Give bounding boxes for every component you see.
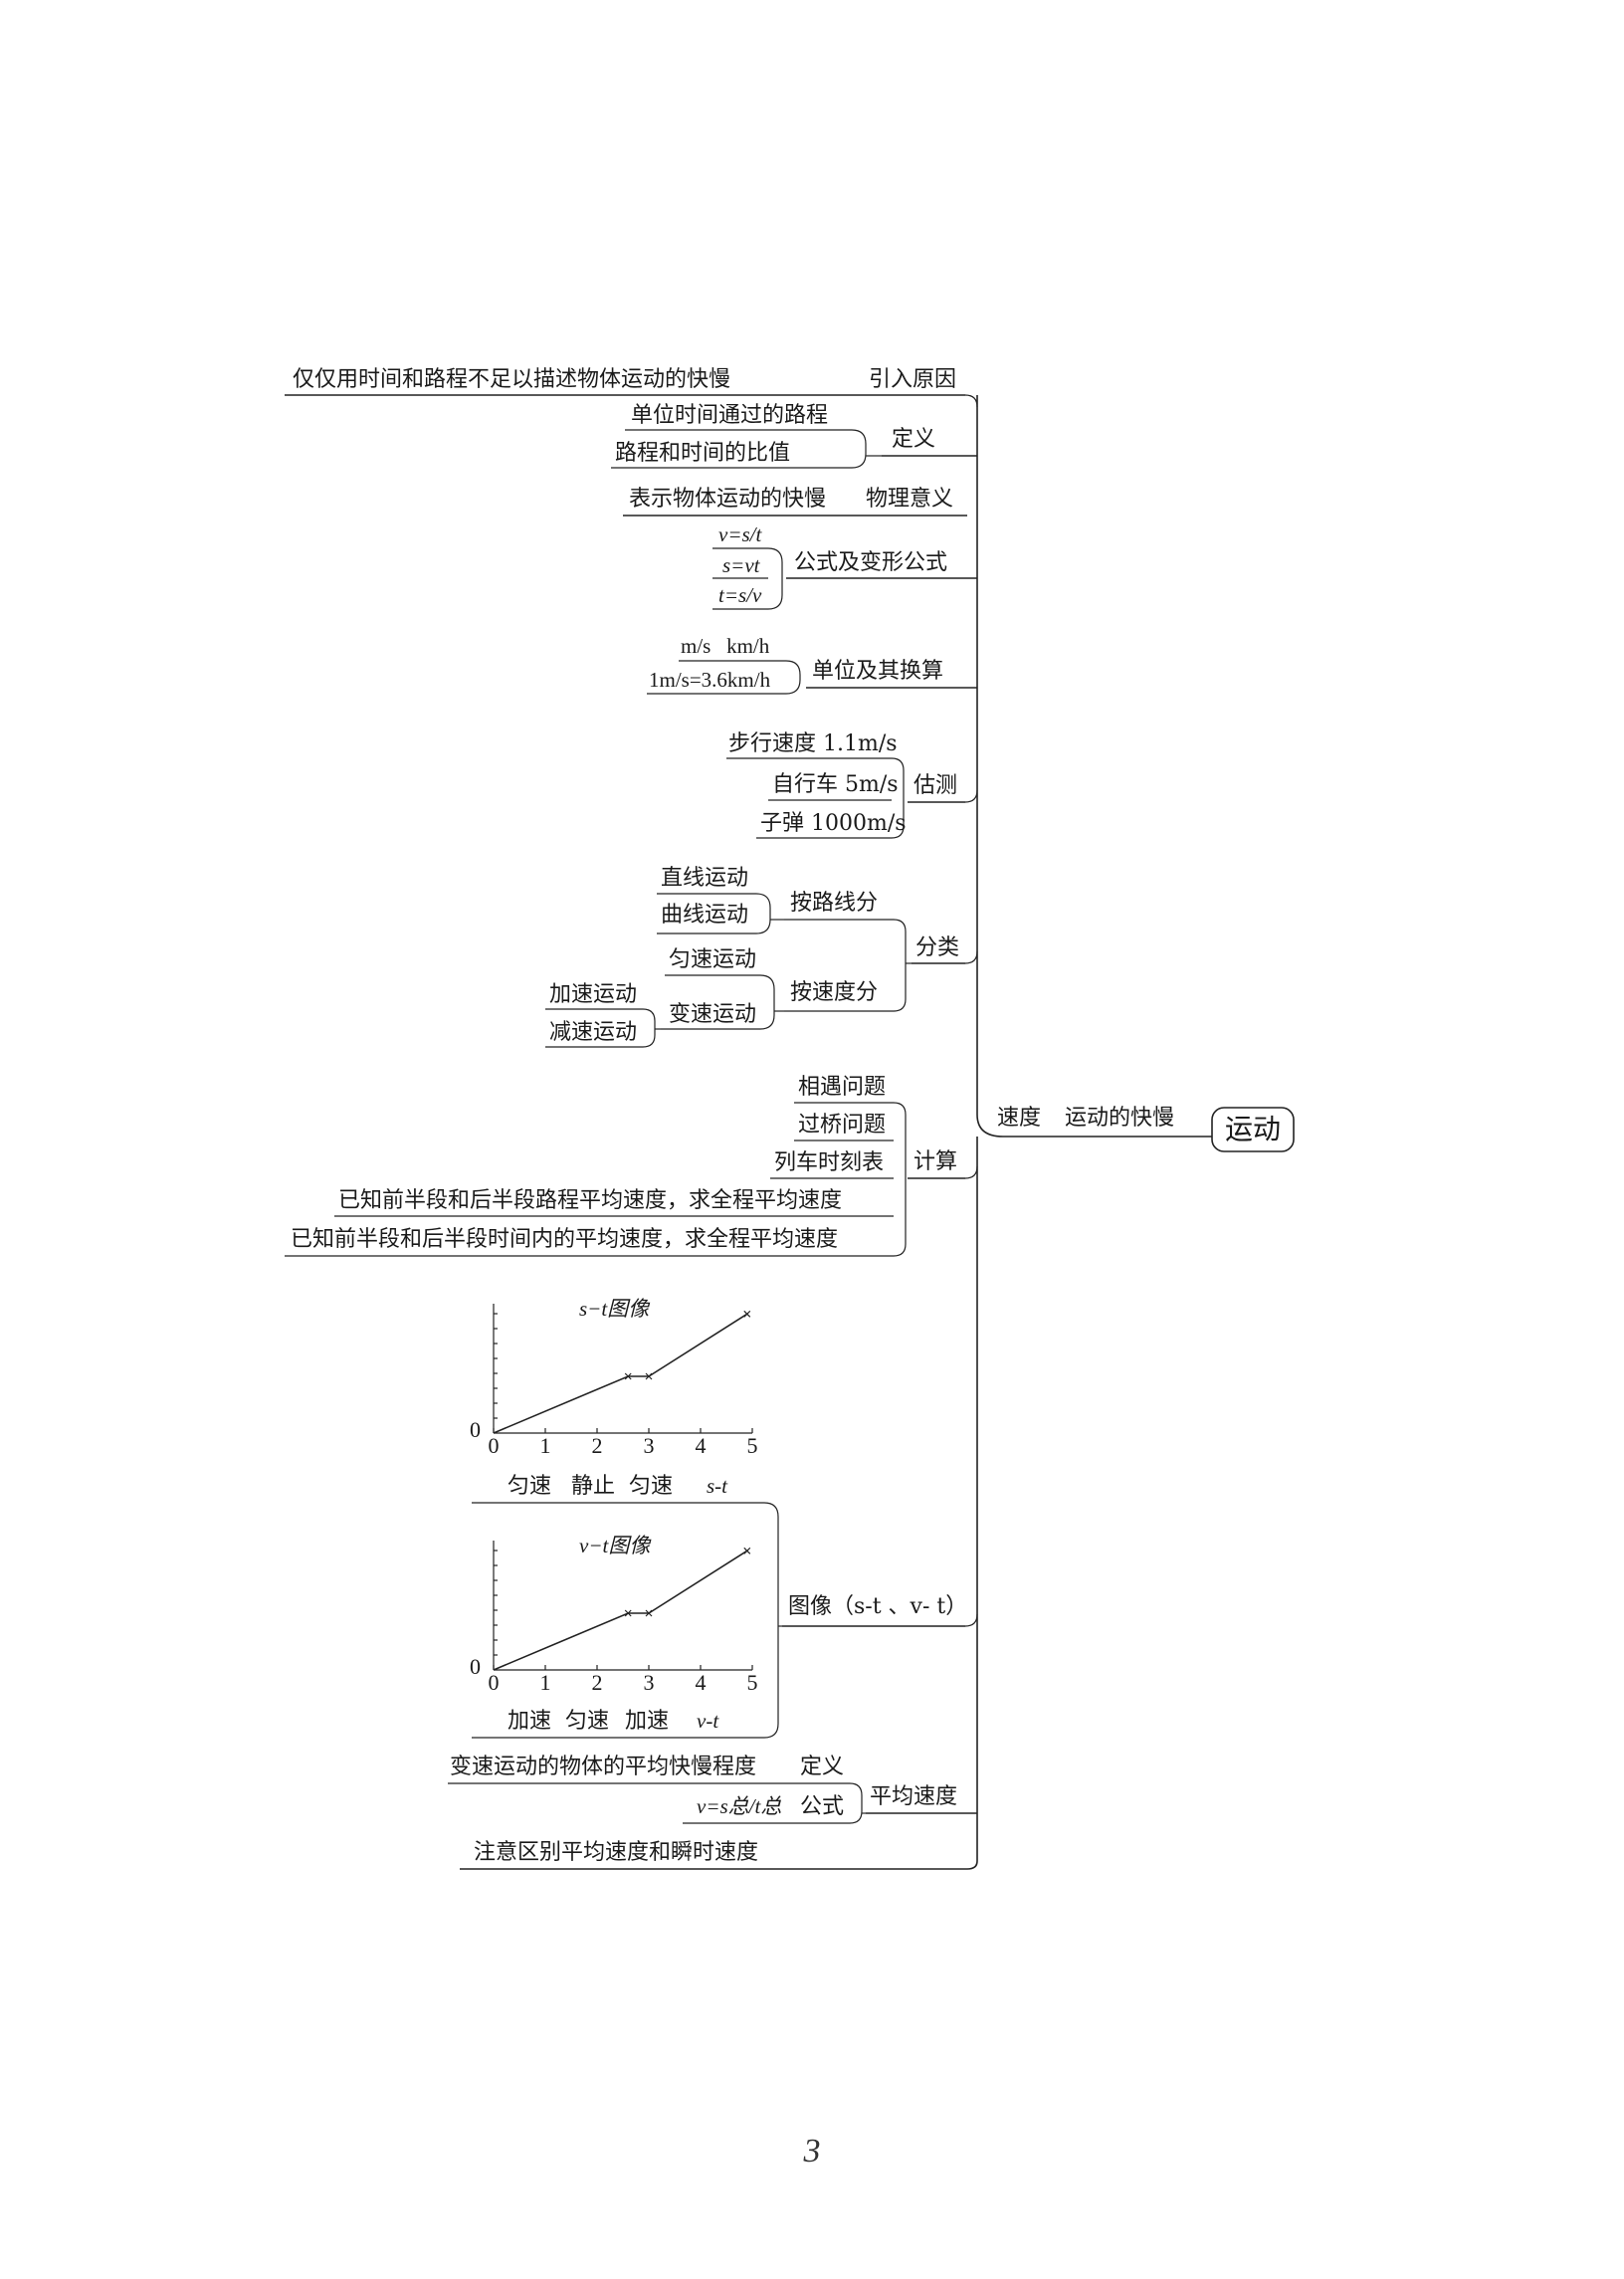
classify-decelerating: 减速运动 bbox=[549, 1020, 637, 1045]
st-chart: s−t图像 0 1 2 3 4 5 0 bbox=[470, 1297, 758, 1458]
definition-label: 定义 bbox=[892, 427, 935, 452]
units-label: 单位及其换算 bbox=[812, 659, 943, 684]
average-def-text: 变速运动的物体的平均快慢程度 bbox=[450, 1755, 756, 1779]
st-x-tick-label: 0 bbox=[489, 1433, 500, 1458]
vt-origin-label: 0 bbox=[470, 1654, 481, 1679]
estimate-label: 估测 bbox=[914, 773, 957, 798]
units-item-2: 1m/s=3.6km/h bbox=[649, 668, 771, 692]
st-data-point bbox=[624, 1372, 632, 1380]
st-x-tick-label: 5 bbox=[747, 1433, 758, 1458]
graphs-label: 图像（s-t 、v- t） bbox=[788, 1594, 967, 1619]
st-data-point bbox=[743, 1310, 751, 1318]
classify-by-path-label: 按路线分 bbox=[790, 891, 878, 916]
average-formula: v=s总/t总 bbox=[697, 1794, 781, 1818]
st-caption-stationary: 静止 bbox=[571, 1474, 615, 1499]
classify-accelerating: 加速运动 bbox=[549, 982, 637, 1007]
vt-chart: v−t图像 0 1 2 3 4 5 0 bbox=[470, 1534, 758, 1695]
root-box bbox=[1211, 1107, 1295, 1152]
compute-avg-by-time: 已知前半段和后半段时间内的平均速度，求全程平均速度 bbox=[291, 1227, 838, 1252]
vt-x-tick-label: 5 bbox=[747, 1670, 758, 1695]
classify-straight: 直线运动 bbox=[661, 866, 748, 891]
vt-series-line bbox=[493, 1550, 748, 1671]
vt-data-point bbox=[645, 1609, 653, 1617]
vt-caption-type: v-t bbox=[697, 1709, 719, 1733]
compute-label: 计算 bbox=[914, 1149, 957, 1174]
classify-label: 分类 bbox=[915, 935, 959, 960]
vt-x-tick-label: 2 bbox=[592, 1670, 603, 1695]
definition-item-1: 单位时间通过的路程 bbox=[631, 403, 828, 428]
st-caption-uniform-1: 匀速 bbox=[508, 1474, 551, 1499]
vt-chart-title: v−t图像 bbox=[579, 1534, 652, 1557]
units-item-1: m/s km/h bbox=[681, 634, 770, 658]
average-label: 平均速度 bbox=[870, 1784, 957, 1809]
classify-variable: 变速运动 bbox=[669, 1002, 756, 1027]
main-branch-label-speed: 速度 bbox=[997, 1106, 1041, 1131]
st-x-tick-label: 3 bbox=[644, 1433, 655, 1458]
vt-x-tick-label: 0 bbox=[489, 1670, 500, 1695]
st-x-tick-label: 4 bbox=[696, 1433, 707, 1458]
meaning-text: 表示物体运动的快慢 bbox=[629, 487, 826, 512]
root-label: 运动 bbox=[1225, 1113, 1281, 1145]
compute-bridge: 过桥问题 bbox=[798, 1113, 886, 1138]
st-chart-title: s−t图像 bbox=[579, 1297, 651, 1321]
average-note: 注意区别平均速度和瞬时速度 bbox=[474, 1840, 758, 1865]
vt-x-tick-label: 4 bbox=[696, 1670, 707, 1695]
formula-t: t=s/v bbox=[718, 583, 762, 607]
estimate-bike: 自行车 5m/s bbox=[772, 772, 899, 797]
page-number: 3 bbox=[803, 2133, 821, 2170]
vt-caption-uniform: 匀速 bbox=[565, 1709, 609, 1734]
vt-caption-accel-1: 加速 bbox=[508, 1709, 551, 1734]
classify-curved: 曲线运动 bbox=[661, 903, 748, 928]
formula-v: v=s/t bbox=[718, 522, 762, 546]
compute-timetable: 列车时刻表 bbox=[774, 1150, 884, 1175]
definition-item-2: 路程和时间的比值 bbox=[615, 441, 790, 466]
classify-by-speed-label: 按速度分 bbox=[790, 980, 878, 1005]
estimate-walk: 步行速度 1.1m/s bbox=[728, 731, 898, 756]
vt-data-point bbox=[743, 1547, 751, 1554]
st-origin-label: 0 bbox=[470, 1417, 481, 1442]
spine-top bbox=[976, 395, 1004, 1138]
st-caption-uniform-2: 匀速 bbox=[629, 1474, 673, 1499]
meaning-label: 物理意义 bbox=[866, 487, 953, 512]
vt-data-point bbox=[624, 1609, 632, 1617]
vt-x-tick-label: 1 bbox=[540, 1670, 551, 1695]
st-data-point bbox=[645, 1372, 653, 1380]
main-branch-label-meaning: 运动的快慢 bbox=[1065, 1106, 1174, 1131]
average-formula-label: 公式 bbox=[800, 1794, 844, 1819]
compute-meeting: 相遇问题 bbox=[798, 1075, 886, 1100]
compute-avg-by-distance: 已知前半段和后半段路程平均速度，求全程平均速度 bbox=[338, 1188, 842, 1213]
st-series-line bbox=[493, 1313, 748, 1434]
vt-caption-accel-2: 加速 bbox=[625, 1709, 669, 1734]
intro-label: 引入原因 bbox=[869, 367, 956, 392]
formula-s: s=vt bbox=[722, 553, 761, 577]
spine-bottom bbox=[966, 1137, 978, 1870]
st-x-tick-label: 1 bbox=[540, 1433, 551, 1458]
vt-x-tick-label: 3 bbox=[644, 1670, 655, 1695]
intro-reason: 仅仅用时间和路程不足以描述物体运动的快慢 bbox=[293, 367, 730, 392]
st-x-tick-label: 2 bbox=[592, 1433, 603, 1458]
average-def-label: 定义 bbox=[800, 1755, 844, 1779]
st-caption-type: s-t bbox=[707, 1474, 728, 1498]
formula-label: 公式及变形公式 bbox=[794, 550, 947, 575]
estimate-bullet: 子弹 1000m/s bbox=[760, 811, 907, 836]
classify-uniform: 匀速运动 bbox=[669, 947, 756, 972]
